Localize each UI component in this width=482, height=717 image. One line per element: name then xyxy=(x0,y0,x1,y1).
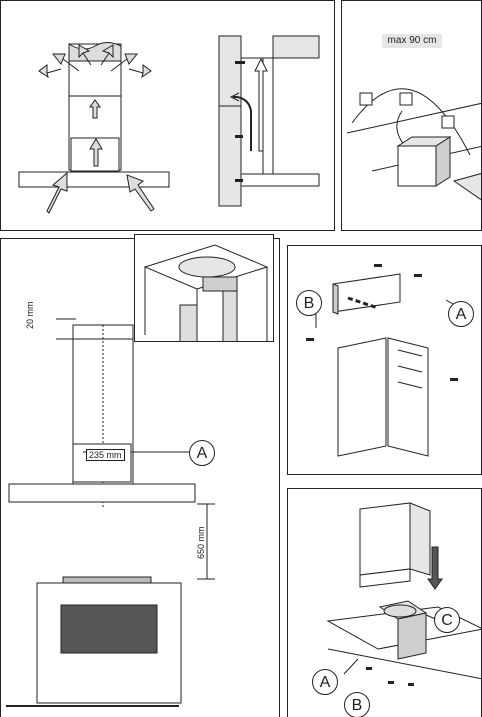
callout-a: A xyxy=(312,669,338,695)
dim-235mm: 235 mm xyxy=(86,449,125,461)
bracket-icon xyxy=(360,93,454,128)
airflow-diagram xyxy=(1,1,335,231)
bracket-drawing xyxy=(288,246,482,475)
dim-20mm: 20 mm xyxy=(25,301,35,329)
dim-650mm: 650 mm xyxy=(196,526,206,559)
callout-a: A xyxy=(448,301,474,327)
callout-c: C xyxy=(434,607,460,633)
bracket-panel: B A xyxy=(287,245,482,475)
hood-top-inset xyxy=(134,234,274,342)
callout-a: A xyxy=(189,440,215,466)
callout-b: B xyxy=(344,692,370,717)
assembly-panel: C A B xyxy=(287,488,482,717)
airflow-panel xyxy=(0,0,335,231)
callout-b: B xyxy=(296,290,322,316)
hood-top-drawing xyxy=(135,235,274,342)
distance-diagram xyxy=(342,1,482,231)
distance-panel: max 90 cm xyxy=(341,0,482,231)
screw-icon xyxy=(366,667,414,686)
